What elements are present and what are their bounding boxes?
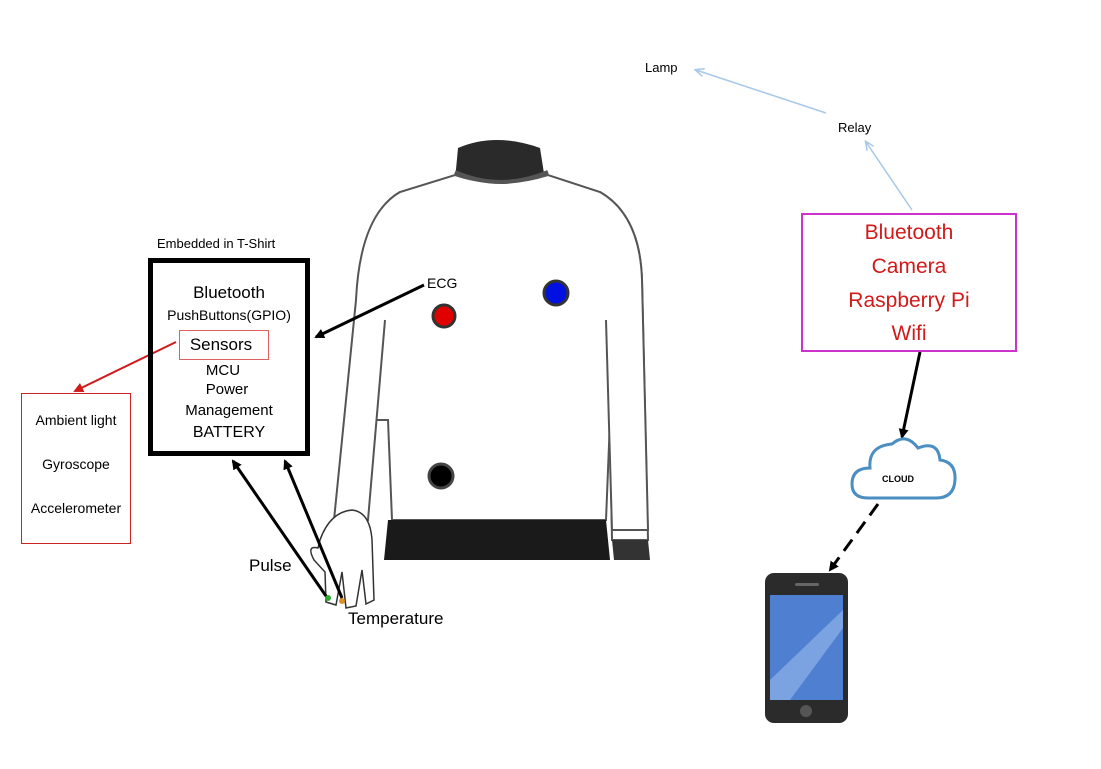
arrow-pi-to-cloud	[898, 351, 922, 439]
temperature-label: Temperature	[348, 609, 444, 628]
embedded-pushbuttons-label: PushButtons(GPIO)	[167, 307, 291, 323]
embedded-bluetooth-label: Bluetooth	[193, 283, 265, 302]
tshirt-illustration	[332, 140, 650, 560]
temperature-sensor-dot	[339, 598, 345, 604]
arrow-relay-to-lamp	[696, 70, 827, 114]
collar	[454, 170, 549, 184]
right-hand	[612, 540, 650, 560]
embedded-box: Bluetooth PushButtons(GPIO) Sensors MCU …	[148, 258, 310, 456]
ecg-electrode-black	[427, 462, 455, 490]
cloud-label: CLOUD	[882, 474, 914, 484]
embedded-caption: Embedded in T-Shirt	[157, 236, 276, 251]
sensors-list-box: Ambient light Gyroscope Accelerometer	[21, 393, 131, 544]
smartphone-icon	[765, 573, 848, 723]
sensor-gyroscope: Gyroscope	[42, 456, 110, 472]
pi-wifi-label: Wifi	[891, 322, 927, 345]
sensor-accelerometer: Accelerometer	[30, 500, 122, 516]
pi-bluetooth-label: Bluetooth	[864, 221, 954, 244]
right-sleeve	[599, 191, 650, 531]
lamp-label: Lamp	[645, 60, 678, 75]
left-sleeve	[332, 191, 401, 521]
embedded-power-label: Power	[205, 381, 249, 398]
relay-label: Relay	[838, 120, 872, 135]
arrow-temperature	[283, 459, 344, 599]
sensors-highlight-box	[179, 330, 269, 360]
embedded-sensors-label: Sensors	[189, 335, 253, 354]
arrow-ecg-to-box	[314, 283, 425, 339]
arrow-sensors-to-list	[73, 341, 177, 393]
ecg-electrode-red	[431, 303, 457, 329]
shirt-hem	[384, 520, 610, 560]
pi-camera-label: Camera	[871, 255, 947, 278]
cloud-icon	[850, 437, 957, 500]
arrow-pulse	[231, 459, 328, 597]
embedded-battery-label: BATTERY	[192, 424, 266, 441]
ecg-label: ECG	[427, 275, 458, 291]
arrow-cloud-to-phone	[828, 503, 880, 572]
glove-illustration	[310, 509, 375, 609]
embedded-management-label: Management	[185, 402, 273, 419]
pulse-label: Pulse	[249, 556, 292, 575]
pulse-sensor-dot	[325, 595, 331, 601]
arrow-pi-to-relay	[866, 142, 913, 211]
raspberry-pi-box: Bluetooth Camera Raspberry Pi Wifi	[801, 213, 1017, 352]
ecg-electrode-blue	[542, 279, 570, 307]
pi-raspberry-label: Raspberry Pi	[848, 289, 970, 312]
embedded-mcu-label: MCU	[205, 362, 241, 379]
sensor-ambient-light: Ambient light	[35, 412, 117, 428]
neck-fill	[455, 140, 545, 186]
